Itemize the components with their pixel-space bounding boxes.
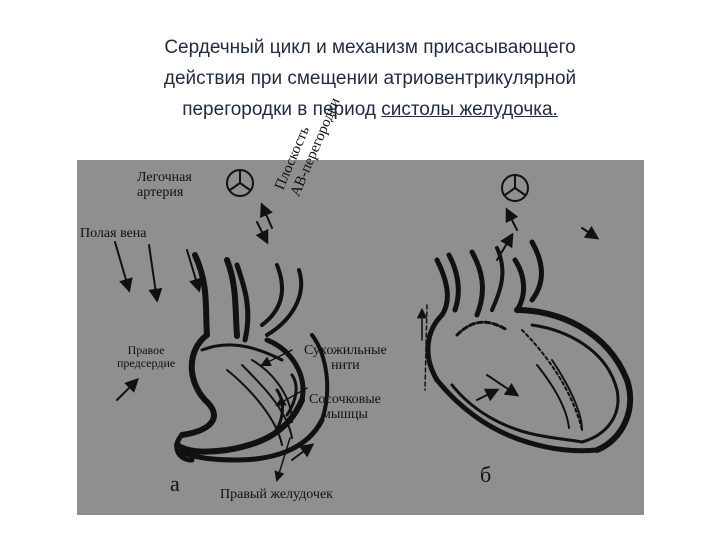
label-papillary-line-2: мышцы bbox=[321, 407, 368, 422]
title-line-3-text: перегородки в период bbox=[182, 99, 382, 120]
slide-title: Сердечный цикл и механизм присасывающего… bbox=[60, 32, 680, 125]
title-underlined-text: систолы желудочка. bbox=[381, 99, 558, 120]
valve-symbol-icon bbox=[226, 169, 254, 197]
label-chordae-line-2: нити bbox=[331, 358, 360, 373]
valve-symbol-icon bbox=[501, 174, 529, 202]
title-line-1: Сердечный цикл и механизм присасывающего bbox=[164, 37, 576, 58]
label-vena-cava: Полая вена bbox=[80, 226, 147, 241]
label-right-atrium-line-2: предсердие bbox=[117, 356, 176, 370]
label-chordae: Сухожильные нити bbox=[304, 343, 387, 373]
label-pulmonary-artery-text: Легочная артерия bbox=[137, 170, 192, 200]
title-line-2: действия при смещении атриовентрикулярно… bbox=[163, 68, 577, 89]
heart-panel-a bbox=[114, 202, 330, 483]
label-papillary-line-1: Сосочковые bbox=[309, 392, 381, 407]
diagram-drawing bbox=[114, 169, 634, 483]
title-line-3: перегородки в период систолы желудочка. bbox=[60, 94, 680, 125]
heart-diagram-figure: Легочная артерия Полая вена Плоскость АВ… bbox=[77, 96, 644, 515]
label-chordae-line-1: Сухожильные bbox=[304, 343, 387, 358]
label-papillary-muscles: Сосочковые мышцы bbox=[309, 392, 381, 422]
label-panel-b: б bbox=[480, 462, 492, 487]
label-panel-a: а bbox=[170, 471, 180, 496]
label-right-atrium-line-1: Правое bbox=[127, 343, 165, 357]
heart-panel-b bbox=[416, 207, 634, 454]
label-pulmonary-artery: Легочная артерия bbox=[137, 170, 223, 200]
label-right-ventricle: Правый желудочек bbox=[220, 487, 333, 502]
label-right-atrium: Правое предсердие bbox=[117, 344, 175, 370]
